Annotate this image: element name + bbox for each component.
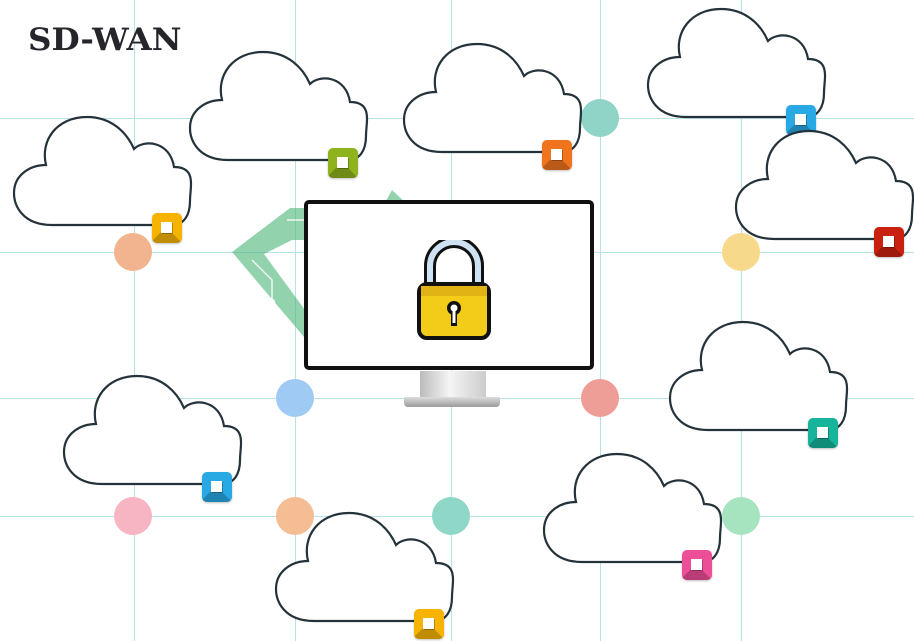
node-dot [722, 233, 760, 271]
grid-line-vertical [134, 0, 135, 641]
cloud-icon [188, 50, 369, 162]
monitor-base [404, 397, 500, 407]
badge-square-icon [795, 114, 806, 125]
cloud-right-upper [734, 129, 914, 247]
monitor-stand [420, 371, 486, 397]
cloud-bottom-center [274, 511, 456, 629]
cloud-badge-icon [202, 472, 232, 502]
cloud-badge-icon [542, 140, 572, 170]
badge-square-icon [691, 559, 702, 570]
grid-line-vertical [741, 0, 742, 641]
cloud-icon [734, 129, 914, 241]
node-dot [276, 497, 314, 535]
cloud-icon [542, 452, 723, 564]
cloud-icon [646, 7, 827, 119]
cloud-top-center [402, 42, 584, 160]
grid-line-vertical [600, 0, 601, 641]
badge-square-icon [817, 427, 828, 438]
cloud-badge-icon [682, 550, 712, 580]
cloud-top-center-left [188, 50, 370, 168]
node-dot [114, 497, 152, 535]
cloud-icon [668, 320, 849, 432]
cloud-icon [402, 42, 583, 154]
badge-square-icon [551, 149, 562, 160]
cloud-icon [274, 511, 455, 623]
padlock-icon [417, 240, 491, 340]
cloud-badge-icon [786, 105, 816, 135]
cloud-badge-icon [874, 227, 904, 257]
node-dot [114, 233, 152, 271]
cloud-top-left [12, 115, 194, 233]
cloud-icon [62, 374, 243, 486]
diagram-title: SD-WAN [28, 22, 182, 58]
node-dot [722, 497, 760, 535]
badge-square-icon [161, 222, 172, 233]
cloud-icon [12, 115, 193, 227]
node-dot [276, 379, 314, 417]
cloud-right-middle [668, 320, 850, 438]
cloud-badge-icon [152, 213, 182, 243]
badge-square-icon [423, 618, 434, 629]
cloud-top-right [646, 7, 828, 125]
node-dot [432, 497, 470, 535]
cloud-badge-icon [808, 418, 838, 448]
badge-square-icon [211, 481, 222, 492]
badge-square-icon [883, 236, 894, 247]
cloud-badge-icon [328, 148, 358, 178]
cloud-bottom-right [542, 452, 724, 570]
cloud-left-lower [62, 374, 244, 492]
node-dot [581, 99, 619, 137]
cloud-badge-icon [414, 609, 444, 639]
badge-square-icon [337, 157, 348, 168]
node-dot [581, 379, 619, 417]
